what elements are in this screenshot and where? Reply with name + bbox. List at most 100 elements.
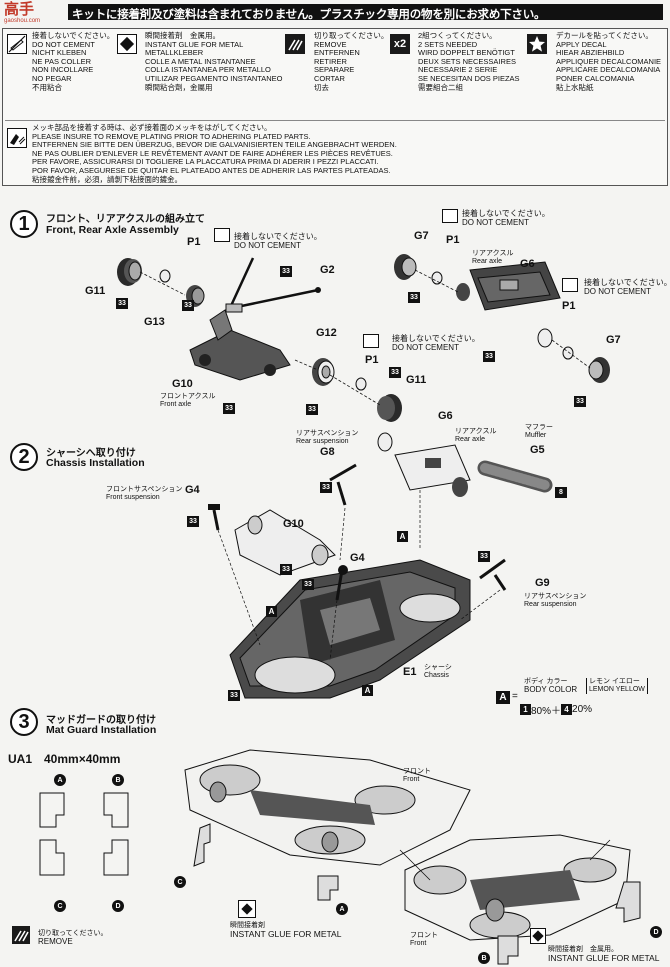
badge-8: 8 bbox=[555, 487, 567, 498]
badge-33: 33 bbox=[408, 292, 420, 303]
site-logo: 高手 gaoshou.com bbox=[4, 1, 60, 25]
badge-33: 33 bbox=[306, 404, 318, 415]
instant-glue-icon bbox=[117, 34, 137, 54]
part-g4-a: G4 bbox=[185, 484, 200, 496]
step2-subtitle: Chassis Installation bbox=[46, 457, 145, 469]
cut-icon bbox=[12, 926, 30, 944]
badge-33: 33 bbox=[320, 482, 332, 493]
part-p1-d: P1 bbox=[562, 300, 576, 312]
remove-note: 切り取ってください。REMOVE bbox=[38, 930, 108, 946]
decal-b-marker: B bbox=[478, 952, 490, 964]
part-g11-b: G11 bbox=[406, 374, 427, 386]
part-g9: G9 bbox=[535, 577, 550, 589]
part-e1: E1 bbox=[403, 666, 417, 678]
header: 高手 gaoshou.com キットに接着剤及び塗料は含まれておりません。プラス… bbox=[0, 0, 670, 26]
step3-subtitle: Mat Guard Installation bbox=[46, 724, 157, 736]
dnc-note-4: 接着しないでください。DO NOT CEMENT bbox=[392, 334, 480, 352]
legend-divider bbox=[5, 120, 665, 121]
ua1-label: UA1 40mm×40mm bbox=[8, 752, 121, 766]
paint-1: 1 bbox=[520, 704, 531, 715]
decal-c-shape bbox=[193, 823, 211, 867]
decal-d-shape bbox=[615, 881, 641, 923]
decal-b-shape bbox=[497, 935, 519, 965]
badge-33: 33 bbox=[116, 298, 128, 309]
badge-33: 33 bbox=[187, 516, 199, 527]
lemon-yellow-label: レモン イエロー LEMON YELLOW bbox=[586, 678, 648, 694]
badge-33: 33 bbox=[228, 690, 240, 701]
body-color-label: ボディ カラー BODY COLOR bbox=[524, 678, 578, 694]
decal-d: D bbox=[112, 900, 124, 912]
no-cement-icon bbox=[214, 228, 230, 242]
part-g8: G8 bbox=[320, 446, 335, 458]
decal-a: A bbox=[54, 774, 66, 786]
part-g7-b: G7 bbox=[606, 334, 621, 346]
x2-icon: x2 bbox=[390, 34, 410, 54]
mudguard-decals bbox=[39, 792, 129, 876]
decal-a-marker: A bbox=[336, 903, 348, 915]
part-g13: G13 bbox=[144, 316, 165, 328]
no-cement-icon bbox=[7, 34, 27, 54]
part-g2: G2 bbox=[320, 264, 335, 276]
part-g12: G12 bbox=[316, 327, 337, 339]
body-color-equals: = bbox=[512, 691, 518, 702]
decal-star-icon bbox=[527, 34, 547, 54]
no-cement-icon bbox=[442, 209, 458, 223]
color-a-marker: A bbox=[266, 606, 277, 617]
badge-33: 33 bbox=[223, 403, 235, 414]
decal-b: B bbox=[112, 774, 124, 786]
badge-33: 33 bbox=[182, 300, 194, 311]
warning-banner: キットに接着剤及び塗料は含まれておりません。プラスチック専用の物を別にお求め下さ… bbox=[68, 4, 663, 21]
step1-diagram bbox=[117, 254, 610, 422]
plating-icon bbox=[7, 128, 27, 148]
no-cement-icon bbox=[363, 334, 379, 348]
part-g11-a: G11 bbox=[85, 285, 106, 297]
step3-number: 3 bbox=[10, 708, 38, 736]
badge-33: 33 bbox=[483, 351, 495, 362]
part-g4-b: G4 bbox=[350, 552, 365, 564]
badge-33: 33 bbox=[280, 266, 292, 277]
decal-d-marker: D bbox=[650, 926, 662, 938]
color-mix: 1 80%＋ 4 20% bbox=[520, 702, 592, 717]
dnc-note-3: 接着しないでください。DO NOT CEMENT bbox=[584, 278, 670, 296]
part-p1-a: P1 bbox=[187, 236, 201, 248]
part-g5: G5 bbox=[530, 444, 545, 456]
badge-33: 33 bbox=[389, 367, 401, 378]
part-g10-a: G10 bbox=[172, 378, 193, 390]
badge-33: 33 bbox=[280, 564, 292, 575]
part-g10-b: G10 bbox=[283, 518, 304, 530]
step3-diagram bbox=[184, 749, 631, 941]
step2-title: シャーシへ取り付け bbox=[46, 448, 136, 459]
part-p1-c: P1 bbox=[446, 234, 460, 246]
instant-glue-icon bbox=[238, 900, 256, 918]
decal-a-shape bbox=[317, 875, 339, 901]
paint-4-pct: 20% bbox=[572, 704, 593, 715]
color-a-marker: A bbox=[362, 685, 373, 696]
plating-note: メッキ部品を接着する時は、必ず接着面のメッキをはがしてください。PLEASE I… bbox=[32, 123, 397, 184]
badge-33: 33 bbox=[302, 579, 314, 590]
legend-box bbox=[2, 28, 668, 186]
step2-diagram bbox=[208, 432, 553, 699]
badge-33: 33 bbox=[574, 396, 586, 407]
paint-4: 4 bbox=[561, 704, 573, 715]
logo-text: 高手 bbox=[4, 1, 35, 18]
decal-c-marker: C bbox=[174, 876, 186, 888]
warning-text: キットに接着剤及び塗料は含まれておりません。プラスチック専用の物を別にお求め下さ… bbox=[72, 9, 546, 21]
glue-note-2: 瞬間接着剤 金属用。 INSTANT GLUE FOR METAL bbox=[548, 946, 660, 963]
cut-icon bbox=[285, 34, 305, 54]
color-a-marker: A bbox=[397, 531, 408, 542]
dnc-note-2: 接着しないでください。DO NOT CEMENT bbox=[462, 209, 550, 227]
paint-1-pct: 80%＋ bbox=[531, 706, 562, 717]
